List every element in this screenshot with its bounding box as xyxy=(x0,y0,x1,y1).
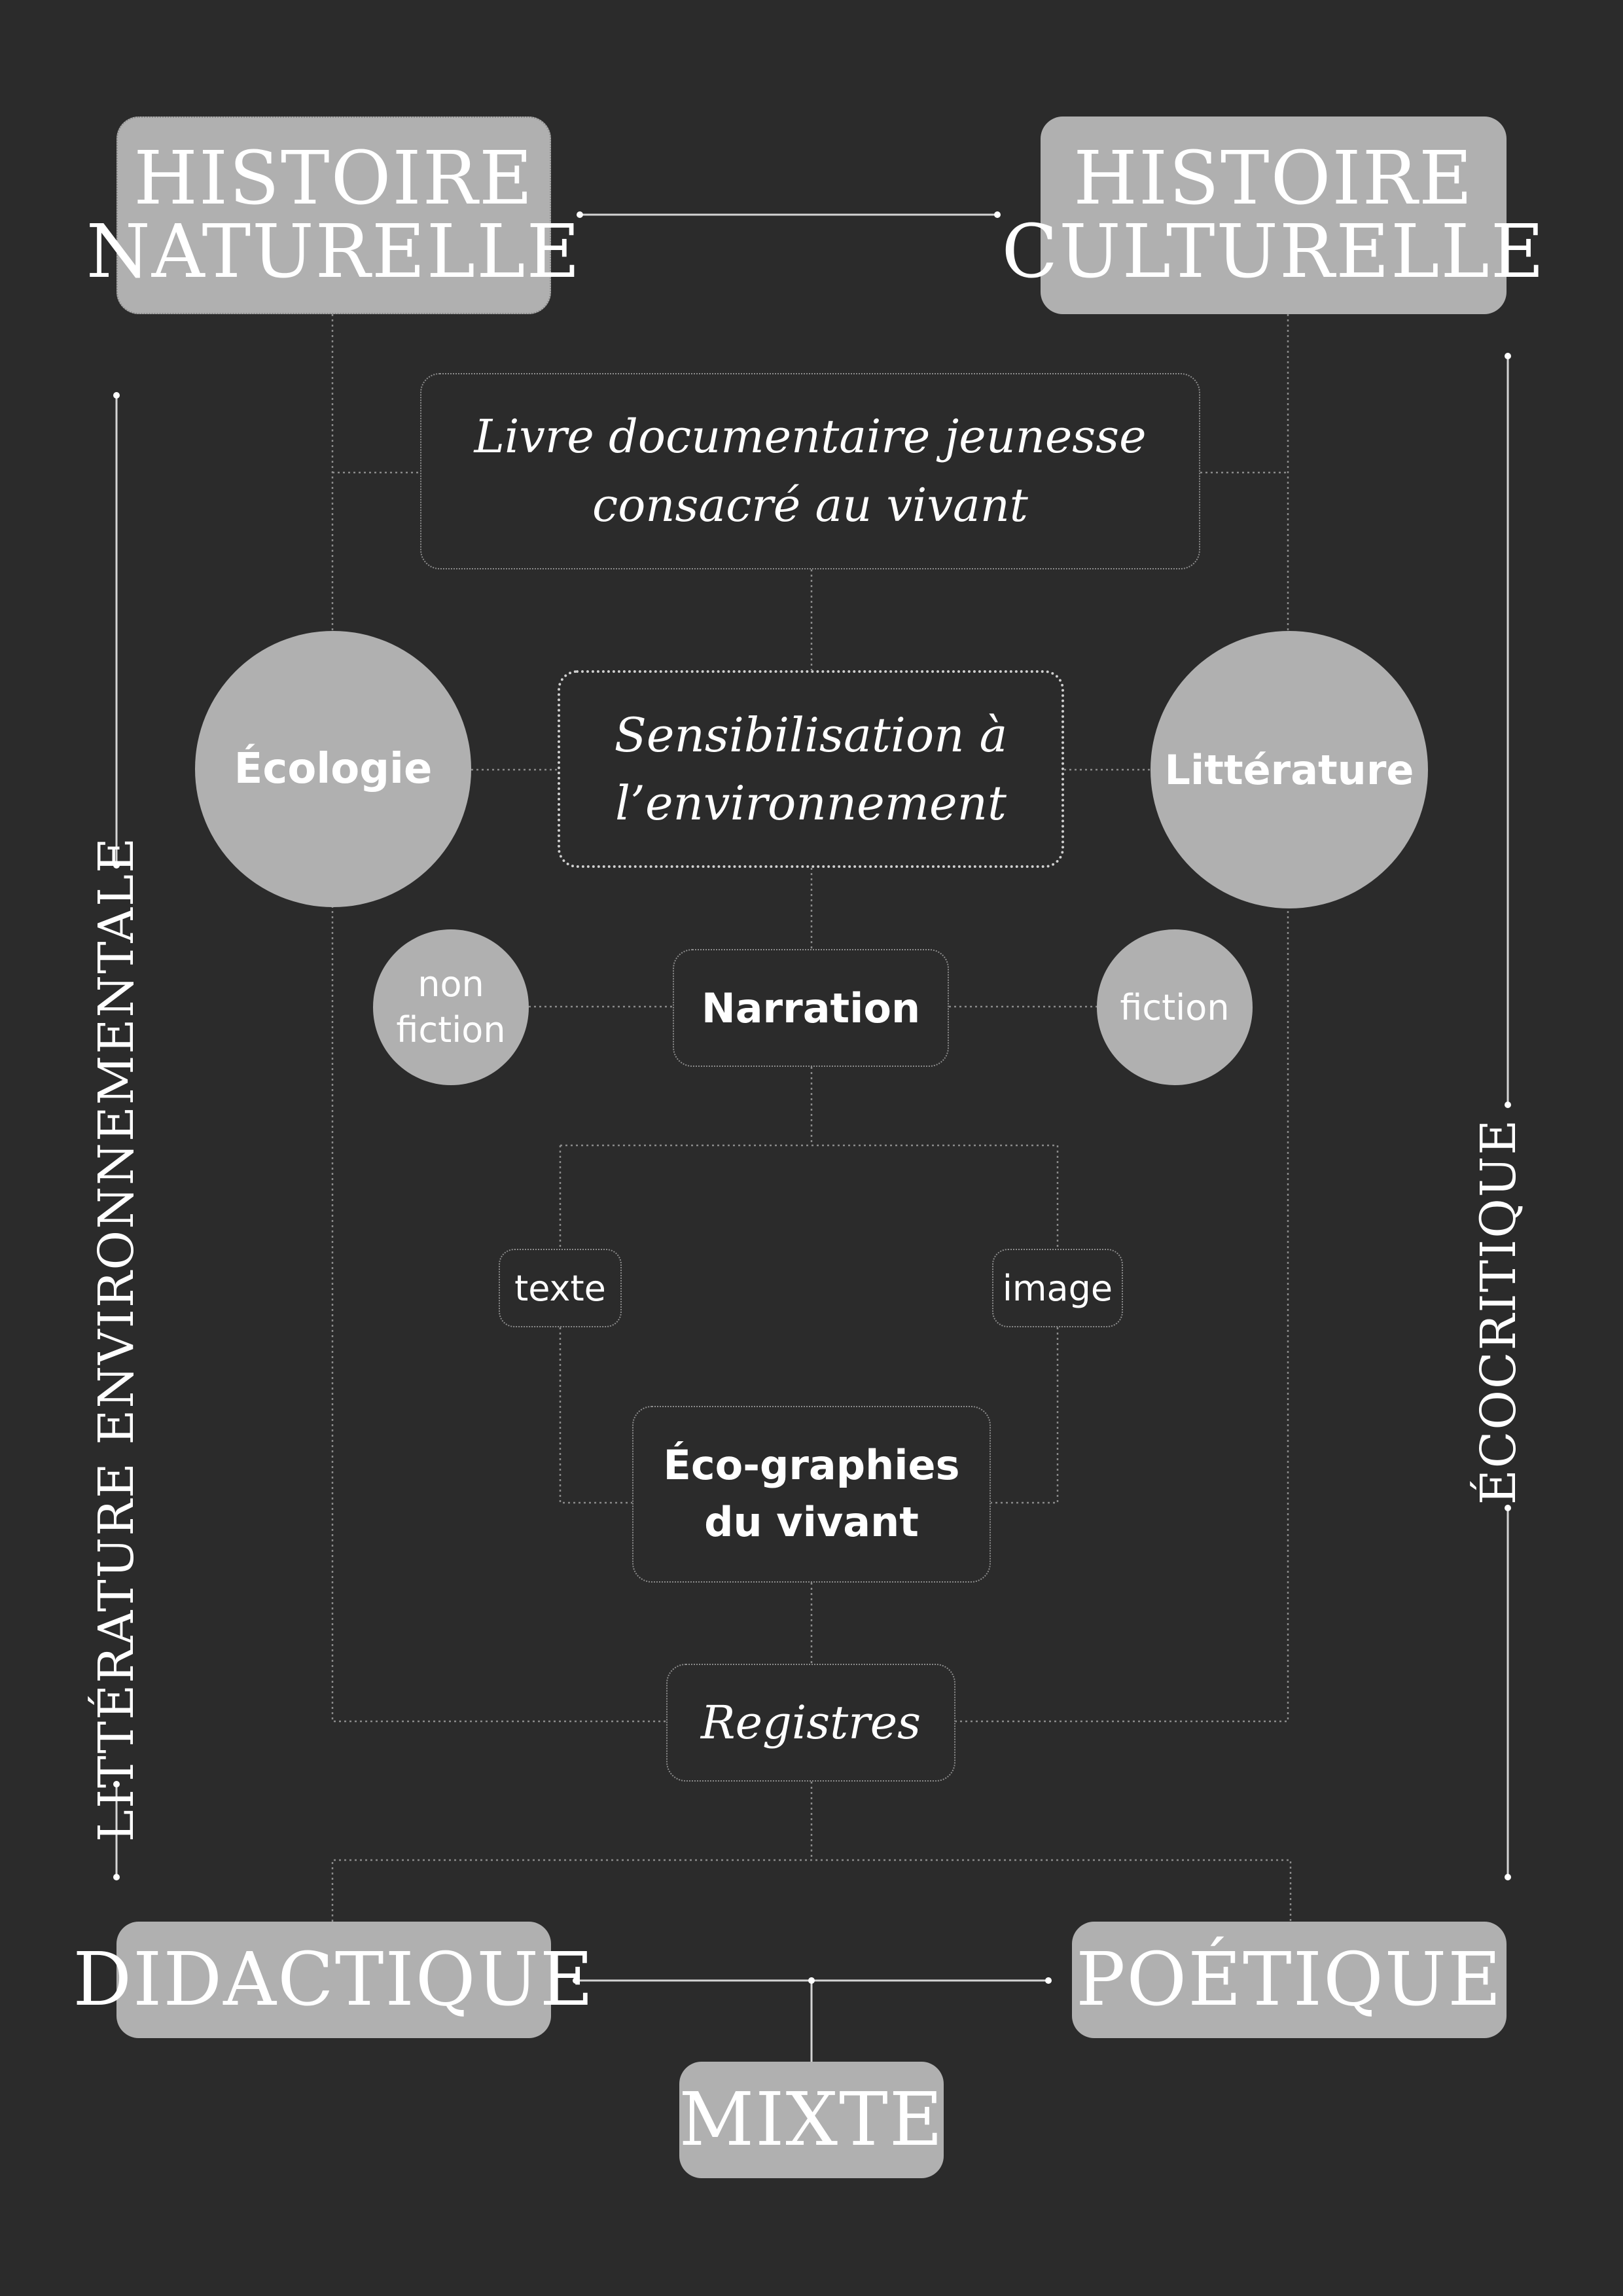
mixte-box: MIXTE xyxy=(679,2062,944,2178)
poetique-box: POÉTIQUE xyxy=(1072,1922,1507,2038)
link-frame-right xyxy=(991,1145,1059,1504)
litterature-circle: Littérature xyxy=(1150,631,1428,908)
sensibilisation-box: Sensibilisation à l’environnement xyxy=(558,670,1064,868)
registres-label: Registres xyxy=(700,1696,921,1749)
registres-box: Registres xyxy=(666,1664,955,1782)
link-right-spine xyxy=(955,314,1289,1723)
livre-documentaire-box: Livre documentaire jeunesse consacré au … xyxy=(420,373,1200,569)
texte-label: texte xyxy=(514,1267,606,1309)
poetique-label: POÉTIQUE xyxy=(1076,1937,1503,2022)
texte-box: texte xyxy=(499,1249,622,1327)
fiction-circle: fiction xyxy=(1097,929,1253,1085)
didactique-box: DIDACTIQUE xyxy=(73,1922,594,2038)
image-box: image xyxy=(992,1249,1123,1327)
histoire-naturelle-box: HISTOIRE NATURELLE xyxy=(86,117,580,314)
narration-label: Narration xyxy=(701,984,921,1032)
non-fiction-circle: non fiction xyxy=(373,929,529,1085)
eco-graphies-label: Éco-graphies du vivant xyxy=(663,1441,960,1546)
side-label-right: ÉCOCRITIQUE xyxy=(1471,1118,1527,1505)
ecologie-circle: Écologie xyxy=(195,631,471,907)
histoire-culturelle-label: HISTOIRE CULTURELLE xyxy=(1001,136,1546,295)
ecologie-label: Écologie xyxy=(234,745,433,793)
link-bottom-tree xyxy=(331,1859,1292,1922)
litterature-label: Littérature xyxy=(1164,745,1414,794)
sensibilisation-label: Sensibilisation à l’environnement xyxy=(614,707,1008,831)
histoire-culturelle-box: HISTOIRE CULTURELLE xyxy=(1002,117,1544,314)
livre-documentaire-label: Livre documentaire jeunesse consacré au … xyxy=(474,410,1147,532)
narration-box: Narration xyxy=(673,949,949,1067)
fiction-label: fiction xyxy=(1120,986,1230,1028)
link-frame-left xyxy=(559,1145,632,1504)
side-label-left: LITTÉRATURE ENVIRONNEMENTALE xyxy=(88,836,145,1842)
histoire-naturelle-label: HISTOIRE NATURELLE xyxy=(86,136,582,295)
didactique-label: DIDACTIQUE xyxy=(73,1937,595,2022)
link-left-spine xyxy=(331,314,666,1723)
eco-graphies-box: Éco-graphies du vivant xyxy=(632,1406,991,1583)
image-label: image xyxy=(1002,1267,1113,1309)
mixte-label: MIXTE xyxy=(679,2077,944,2162)
non-fiction-label: non fiction xyxy=(396,963,506,1050)
